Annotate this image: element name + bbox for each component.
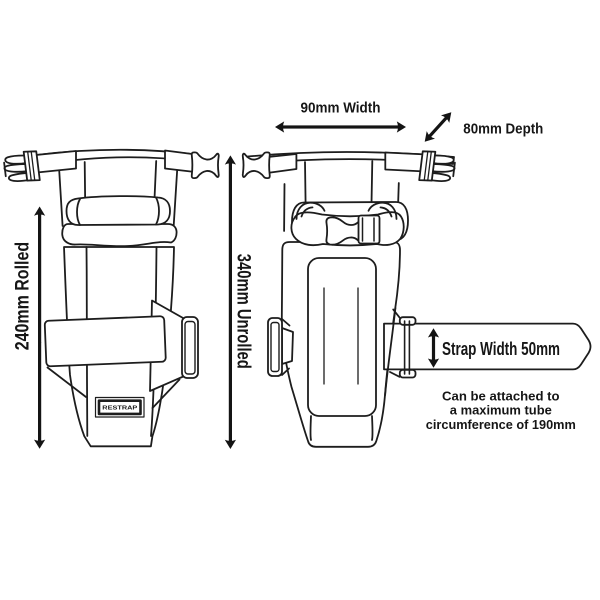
svg-text:240mm Rolled: 240mm Rolled bbox=[12, 242, 33, 350]
svg-text:RESTRAP: RESTRAP bbox=[102, 405, 137, 411]
svg-text:340mm Unrolled: 340mm Unrolled bbox=[233, 254, 254, 369]
svg-text:a maximum tube: a maximum tube bbox=[450, 403, 552, 418]
svg-text:80mm Depth: 80mm Depth bbox=[463, 122, 543, 138]
svg-text:circumference of 190mm: circumference of 190mm bbox=[426, 417, 576, 432]
svg-text:90mm Width: 90mm Width bbox=[301, 100, 381, 116]
svg-text:Can be attached to: Can be attached to bbox=[442, 389, 560, 404]
svg-text:Strap Width 50mm: Strap Width 50mm bbox=[442, 339, 560, 359]
